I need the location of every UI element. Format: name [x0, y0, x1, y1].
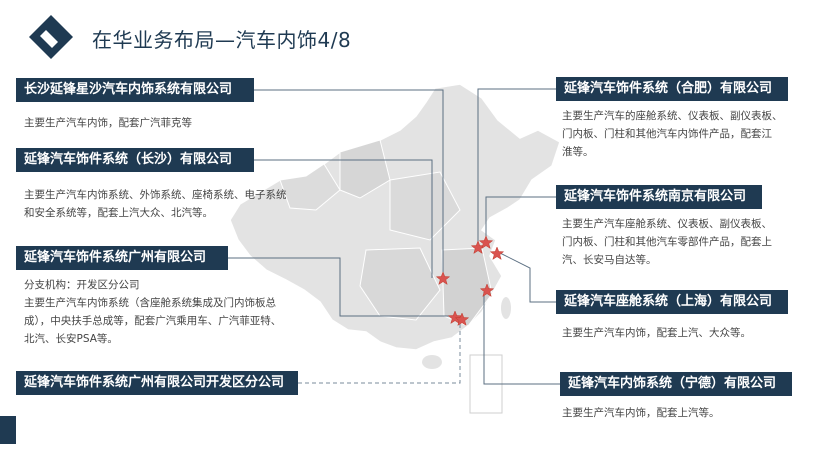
company-label-changsha-xingsha: 长沙延锋星沙汽车内饰系统有限公司 — [16, 78, 254, 102]
title-diamond-icon — [29, 15, 73, 59]
company-label-guangzhou: 延锋汽车饰件系统广州有限公司 — [16, 246, 228, 270]
region-shape — [441, 247, 493, 327]
hainan-shape — [422, 355, 442, 369]
company-desc-nanjing: 主要生产汽车座舱系统、仪表板、副仪表板、 门内板、门柱和其他汽车零部件产品，配套… — [562, 218, 772, 266]
company-label-shanghai: 延锋汽车座舱系统（上海）有限公司 — [556, 290, 788, 314]
company-desc-changsha-xingsha: 主要生产汽车内饰，配套广汽菲克等 — [24, 117, 192, 129]
company-desc-changsha: 主要生产汽车内饰系统、外饰系统、座椅系统、电子系统 和安全系统等，配套上汽大众、… — [24, 189, 287, 219]
company-desc-hefei: 主要生产汽车的座舱系统、仪表板、副仪表板、 门内板、门柱和其他汽车内饰件产品，配… — [562, 110, 783, 158]
company-label-ningde: 延锋汽车内饰系统（宁德）有限公司 — [560, 372, 792, 396]
company-label-nanjing: 延锋汽车饰件系统南京有限公司 — [556, 185, 762, 209]
taiwan-shape — [501, 297, 511, 319]
corner-accent-bar — [0, 416, 16, 444]
company-label-hefei: 延锋汽车饰件系统（合肥）有限公司 — [556, 77, 788, 101]
page-title: 在华业务布局—汽车内饰4/8 — [92, 28, 352, 52]
company-desc-ningde: 主要生产汽车内饰，配套上汽等。 — [562, 407, 720, 419]
company-label-guangzhou-dev-district: 延锋汽车饰件系统广州有限公司开发区分公司 — [16, 371, 298, 395]
company-desc-shanghai: 主要生产汽车内饰，配套上汽、大众等。 — [562, 327, 751, 339]
company-desc-guangzhou: 分支机构：开发区分公司 主要生产汽车内饰系统（含座舱系统集成及门内饰板总 成），… — [24, 279, 282, 345]
company-label-changsha: 延锋汽车饰件系统（长沙）有限公司 — [16, 148, 254, 172]
south-sea-inset — [469, 354, 503, 414]
